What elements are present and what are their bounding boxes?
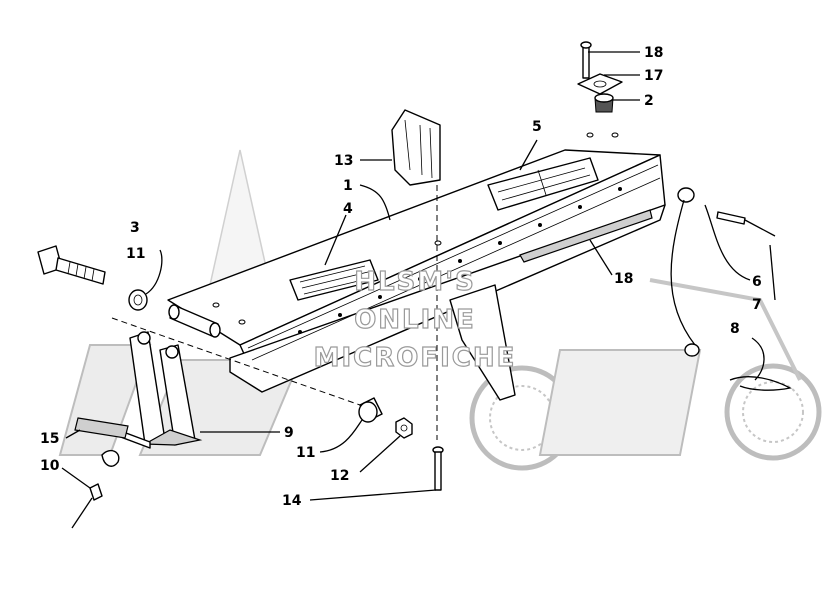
callout-9: 9: [284, 425, 294, 441]
callout-13: 13: [334, 153, 353, 169]
watermark-text: HLSM'S ONLINE MICROFICHE: [313, 266, 517, 373]
callout-5: 5: [532, 119, 542, 135]
callout-18: 18: [614, 271, 633, 287]
callout-1: 1: [343, 178, 353, 194]
skid-frame-part: [167, 132, 666, 401]
bushing-11-right: [358, 397, 383, 423]
rivet-row: [298, 187, 622, 334]
callout-15: 15: [40, 431, 59, 447]
warning-decal-4: [289, 259, 379, 301]
nut-12-part: [395, 417, 413, 439]
plate-15-part: [74, 417, 129, 439]
callout-3: 3: [130, 220, 140, 236]
mounting-bracket-part: [117, 331, 203, 449]
reflective-strip-18: [519, 209, 653, 263]
tether-cable-6: [670, 187, 700, 357]
clamp-10-part: [71, 449, 120, 529]
callout-4: 4: [343, 201, 353, 217]
watermark-line-2: ONLINE: [354, 305, 476, 335]
pivot-tube: [168, 304, 221, 338]
hairpin-clip-8: [729, 376, 792, 391]
pin-17-part: [580, 41, 592, 79]
callout-12: 12: [330, 468, 349, 484]
callout-14: 14: [282, 493, 302, 509]
callout-10: 10: [40, 458, 60, 474]
callout-7: 7: [752, 297, 762, 313]
plate-16-part: [577, 73, 623, 95]
watermark-line-1: HLSM'S: [354, 267, 476, 297]
watermark-line-3: MICROFICHE: [314, 343, 517, 373]
callout-11-upper: 11: [126, 246, 145, 262]
bushing-11-left: [128, 289, 148, 311]
bolt-3-part: [37, 245, 106, 285]
callout-8: 8: [730, 321, 740, 337]
clip-13-part: [391, 109, 441, 186]
callout-6: 6: [752, 274, 762, 290]
warning-decal-5: [487, 157, 599, 211]
callout-16: 17: [644, 68, 663, 84]
callout-17: 18: [644, 45, 663, 61]
mounting-holes: [212, 132, 619, 325]
pin-7-part: [716, 211, 776, 237]
callout-2: 2: [644, 93, 654, 109]
pin-14-part: [432, 446, 444, 491]
grommet-2-part: [594, 93, 614, 113]
callout-11-lower: 11: [296, 445, 315, 461]
leader-lines: [61, 51, 776, 501]
